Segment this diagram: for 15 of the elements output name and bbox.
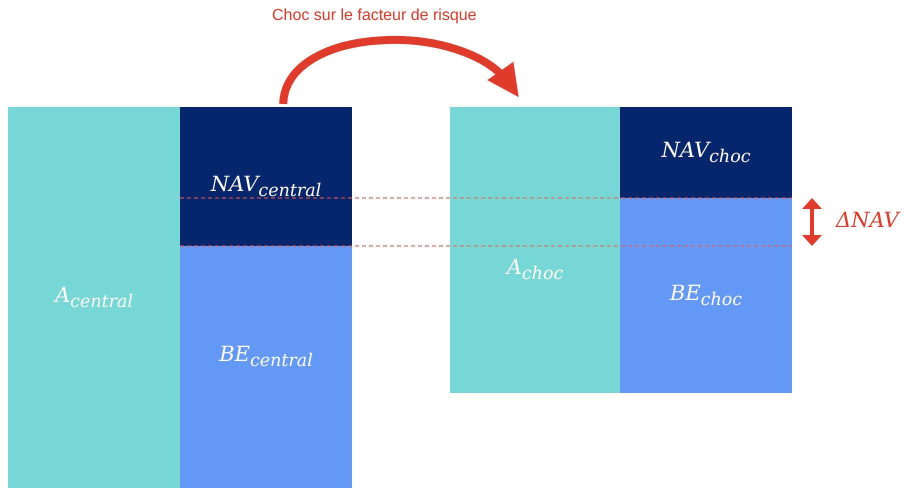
block-label: NAV$_{central}$ bbox=[210, 172, 322, 202]
block-label: A$_{central}$ bbox=[54, 282, 134, 312]
asset-block bbox=[8, 107, 180, 488]
liability-block bbox=[620, 198, 792, 393]
curved-arrow bbox=[279, 36, 521, 105]
liability-block bbox=[180, 246, 352, 488]
block-label: A$_{choc}$ bbox=[506, 255, 564, 285]
measure-label: ΔNAV bbox=[836, 208, 899, 232]
nav-block bbox=[180, 107, 352, 246]
nav-block bbox=[620, 107, 792, 198]
block-label: BE$_{choc}$ bbox=[670, 280, 742, 310]
edge-label: Choc sur le facteur de risque bbox=[272, 7, 477, 25]
asset-block bbox=[450, 107, 620, 393]
block-label: BE$_{central}$ bbox=[219, 342, 313, 372]
block-label: NAV$_{choc}$ bbox=[661, 138, 751, 168]
